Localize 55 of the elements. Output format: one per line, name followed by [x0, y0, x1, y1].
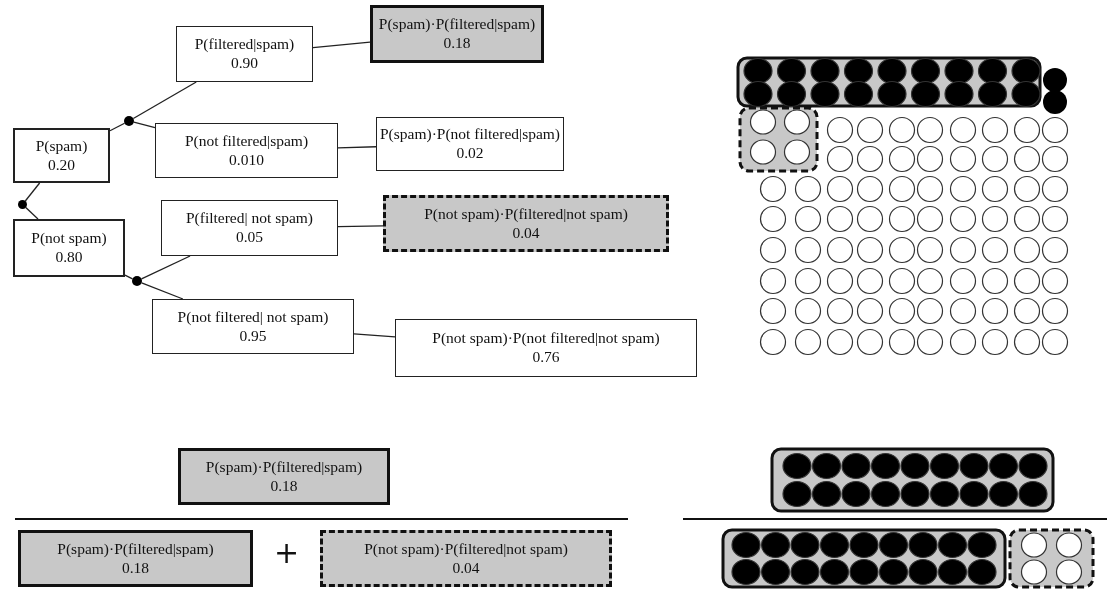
probability-expression: P(not spam)·P(filtered|not spam)	[364, 539, 568, 559]
branch-line	[109, 122, 126, 132]
probability-expression: P(spam)·P(filtered|spam)	[57, 539, 214, 559]
branch-dot	[132, 276, 142, 286]
probability-value: 0.010	[229, 150, 264, 170]
probability-expression: P(spam)·P(not filtered|spam)	[380, 125, 560, 144]
probability-box	[155, 123, 338, 178]
branch-line	[133, 121, 156, 129]
branch-line	[337, 146, 377, 149]
dashed-probability-box	[320, 530, 612, 587]
branch-line	[337, 225, 384, 228]
branch-line	[124, 274, 134, 280]
probability-value: 0.04	[452, 558, 480, 578]
probability-value: 0.95	[239, 326, 267, 346]
highlighted-probability-box	[18, 530, 253, 587]
probability-value: 0.02	[456, 144, 484, 163]
probability-value: 0.90	[230, 54, 259, 73]
plus-sign: +	[274, 538, 300, 568]
probability-box	[176, 26, 313, 82]
probability-value: 0.20	[47, 155, 76, 175]
probability-box	[152, 299, 354, 354]
probability-value: 0.18	[443, 34, 471, 53]
probability-value: 0.18	[121, 558, 150, 578]
branch-dot	[124, 116, 134, 126]
probability-box	[13, 219, 125, 277]
probability-expression: P(not spam)·P(not filtered|not spam)	[432, 329, 660, 348]
probability-value: 0.76	[532, 348, 560, 367]
probability-value: 0.04	[512, 223, 540, 243]
probability-expression: P(not filtered| not spam)	[177, 307, 329, 327]
probability-expression: P(not filtered|spam)	[184, 131, 309, 151]
probability-expression: P(spam)·P(filtered|spam)	[378, 15, 536, 34]
probability-box	[13, 128, 110, 183]
branch-line	[141, 282, 184, 300]
highlighted-probability-box	[370, 5, 544, 63]
branch-line	[132, 81, 197, 120]
probability-expression: P(filtered|spam)	[194, 35, 295, 54]
branch-line	[25, 206, 39, 220]
probability-expression: P(filtered| not spam)	[185, 209, 314, 228]
branch-dot	[18, 200, 27, 209]
probability-expression: P(not spam)·P(filtered|not spam)	[424, 204, 628, 224]
branch-line	[140, 255, 191, 280]
branch-line	[24, 182, 41, 202]
branch-line	[312, 41, 371, 49]
branch-line	[353, 333, 396, 338]
probability-value: 0.18	[270, 476, 298, 496]
probability-box	[161, 200, 338, 256]
probability-box	[376, 117, 564, 171]
probability-expression: P(spam)·P(filtered|spam)	[205, 457, 363, 477]
probability-expression: P(not spam)	[31, 229, 107, 248]
highlighted-probability-box	[178, 448, 390, 505]
probability-value: 0.05	[235, 228, 264, 247]
probability-expression: P(spam)	[35, 136, 88, 156]
probability-value: 0.80	[55, 248, 83, 267]
dashed-probability-box	[383, 195, 669, 252]
probability-box	[395, 319, 697, 377]
